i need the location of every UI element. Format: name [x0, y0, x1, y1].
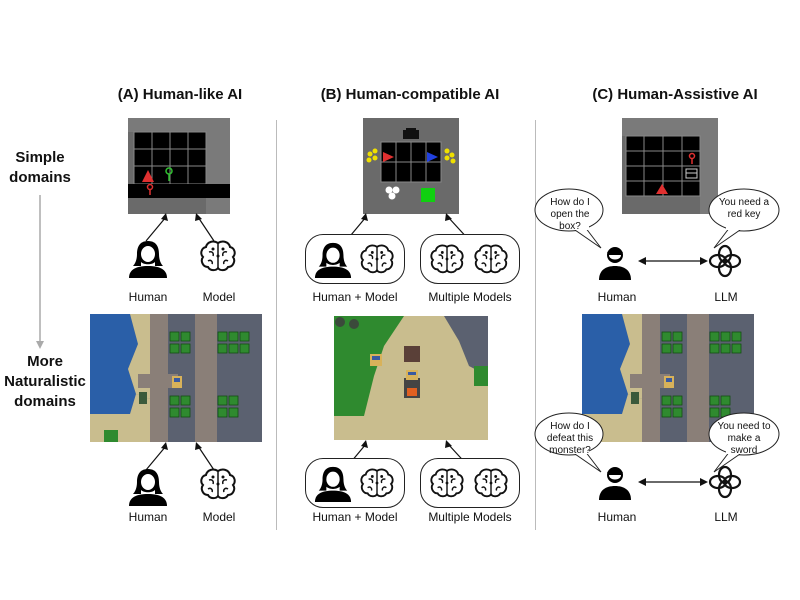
arrow-human-to-grid-a	[145, 213, 168, 242]
speech-text-human-simple: How do I open the box?	[550, 197, 590, 232]
caption-human-a-simple: Human	[128, 290, 168, 304]
caption-llm-c-naturalistic: LLM	[714, 510, 738, 524]
row-label-naturalistic: More Naturalistic domains	[0, 352, 90, 412]
caption-multiple-models-simple: Multiple Models	[428, 290, 512, 304]
column-title-human-compatible: (B) Human-compatible AI	[320, 86, 500, 103]
person-icon	[599, 467, 631, 500]
brain-icon	[430, 468, 464, 498]
caption-human-c-naturalistic: Human	[597, 510, 637, 524]
row-label-simple-line1: Simple	[15, 149, 65, 166]
speech-text-human-naturalistic: How do I defeat this monster?	[546, 421, 594, 456]
person-icon	[314, 466, 352, 502]
person-icon	[314, 242, 352, 278]
column-title-human-assistive: (C) Human-Assistive AI	[592, 86, 758, 103]
speech-text-llm-naturalistic: You need to make a sword	[717, 421, 771, 456]
bidirectional-arrow-naturalistic	[638, 478, 708, 486]
down-arrow-icon	[36, 195, 44, 349]
person-icon	[599, 247, 631, 280]
brain-icon	[474, 244, 508, 274]
person-icon	[129, 469, 167, 506]
caption-llm-c-simple: LLM	[714, 290, 738, 304]
llm-knot-icon	[708, 465, 742, 499]
caption-human-a-naturalistic: Human	[128, 510, 168, 524]
brain-icon	[200, 468, 236, 500]
caption-human-plus-model-simple: Human + Model	[312, 290, 398, 304]
arrow-human-to-world-a	[145, 442, 168, 471]
arrow-model-to-world-a	[195, 442, 215, 471]
column-divider-2	[535, 120, 536, 530]
speech-bubble-llm-naturalistic	[708, 412, 780, 473]
column-title-human-like: (A) Human-like AI	[117, 86, 243, 103]
row-label-simple-line2: domains	[9, 169, 71, 186]
brain-icon	[360, 468, 394, 498]
person-icon	[129, 241, 167, 278]
caption-model-a-simple: Model	[202, 290, 236, 304]
speech-bubble-human-simple	[534, 188, 604, 249]
column-divider-1	[276, 120, 277, 530]
group-multiple-models-naturalistic	[420, 458, 520, 508]
caption-human-c-simple: Human	[597, 290, 637, 304]
speech-text-llm-simple: You need a red key	[718, 197, 770, 220]
gridworld-simple-c	[622, 118, 718, 214]
row-label-naturalistic-line2: Naturalistic	[4, 373, 86, 390]
gridworld-simple-a	[128, 118, 230, 214]
caption-human-plus-model-naturalistic: Human + Model	[312, 510, 398, 524]
brain-icon	[474, 468, 508, 498]
brain-icon	[360, 244, 394, 274]
bidirectional-arrow-simple	[638, 257, 708, 265]
row-label-naturalistic-line3: domains	[14, 393, 76, 410]
llm-knot-icon	[708, 244, 742, 278]
gameworld-naturalistic-b	[334, 316, 488, 440]
speech-bubble-llm-simple	[708, 188, 780, 249]
group-multiple-models-simple	[420, 234, 520, 284]
gridworld-simple-b	[363, 118, 459, 214]
caption-model-a-naturalistic: Model	[202, 510, 236, 524]
speech-bubble-human-naturalistic	[534, 412, 604, 473]
gameworld-naturalistic-a	[90, 314, 262, 442]
caption-multiple-models-naturalistic: Multiple Models	[428, 510, 512, 524]
brain-icon	[430, 244, 464, 274]
row-label-simple: Simple domains	[8, 148, 72, 188]
row-label-naturalistic-line1: More	[27, 353, 63, 370]
brain-icon	[200, 240, 236, 272]
arrow-model-to-grid-a	[195, 213, 215, 242]
